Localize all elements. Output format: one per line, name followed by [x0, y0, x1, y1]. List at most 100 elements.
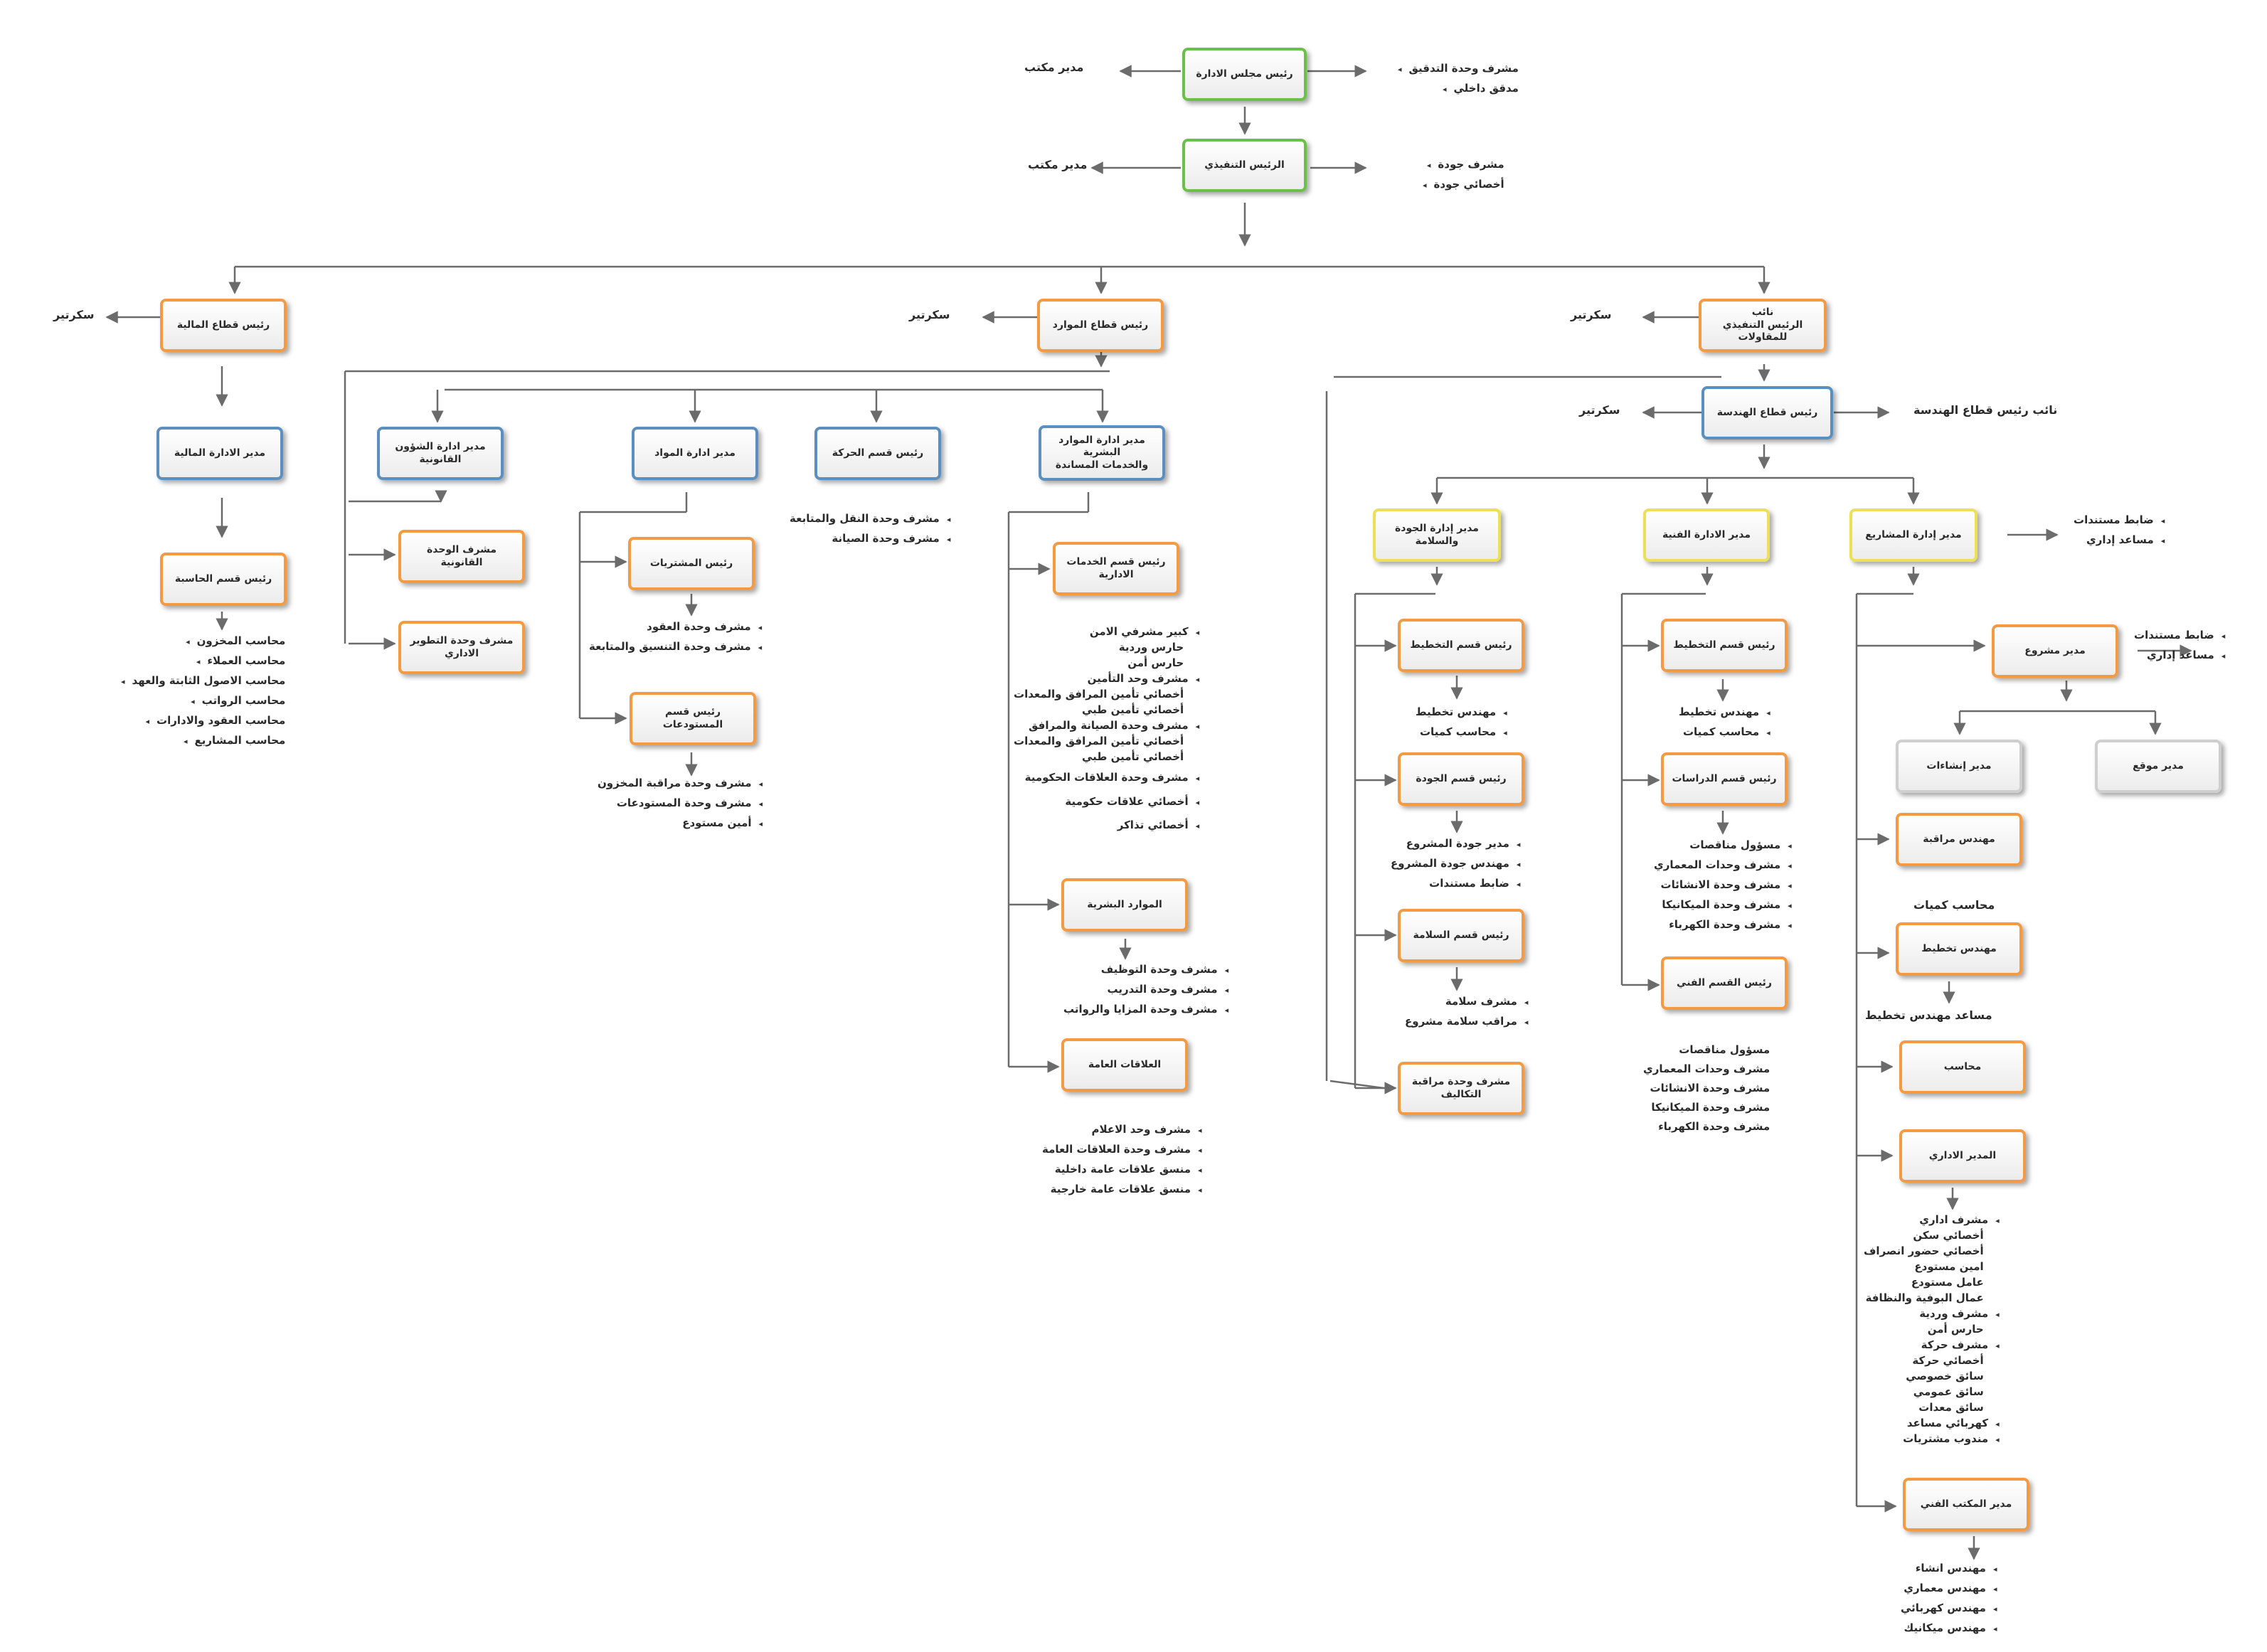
tech-office-manager-box: مدير المكتب الفني	[1903, 1478, 2029, 1531]
list-item: محاسب المخزون	[121, 632, 286, 651]
tech-section-list: مسؤول مناقصات مشرف وحدات المعماري مشرف و…	[1643, 1040, 1770, 1136]
list-item: ضابط مستندات	[1391, 874, 1520, 894]
list-item: سائق معدات	[1918, 1401, 1984, 1414]
list-item: مشرف وحدة النقل والمتابعة	[790, 509, 950, 529]
admin-manager-box: المدير الاداري	[1899, 1129, 2026, 1183]
qs-planning-list: مهندس تخطيط محاسب كميات	[1416, 703, 1507, 742]
list-item: محاسب كميات	[1679, 723, 1770, 742]
finance-manager-box: مدير الادارة المالية	[156, 427, 283, 480]
technical-manager-box: مدير الادارة الفنية	[1643, 508, 1770, 562]
tech-studies-head-box: رئيس قسم الدراسات	[1661, 752, 1788, 806]
accounting-head-box: رئيس قسم الحاسبة	[160, 553, 287, 606]
list-item: مهندس انشاء	[1901, 1559, 1997, 1579]
list-item: أخصائي جودة	[1423, 175, 1504, 195]
planning-engineer-box: مهندس تخطيط	[1896, 922, 2022, 976]
accountant-box: محاسب	[1899, 1040, 2026, 1094]
list-item: مشرف وحدة الميكانيكا	[1654, 895, 1792, 915]
project-manager-side-list: ضابط مستندات مساعد إداري	[2134, 626, 2225, 666]
list-item: أخصائي تأمين المرافق والمعدات	[1014, 735, 1184, 747]
secretary-label: سكرتير	[53, 308, 95, 321]
list-item: عامل مستودع	[1911, 1276, 1984, 1289]
tech-office-list: مهندس انشاء مهندس معماري مهندس كهربائي م…	[1901, 1559, 1997, 1638]
tech-section-head-box: رئيس القسم الفني	[1661, 956, 1788, 1010]
list-item: مشرف جودة	[1423, 155, 1504, 175]
list-item: مشرف وردية	[1864, 1306, 2000, 1322]
supervision-engineer-box: مهندس مراقبة	[1896, 813, 2022, 866]
public-relations-list: مشرف وحد الاعلام مشرف وحدة العلاقات العا…	[1042, 1120, 1202, 1200]
quality-safety-manager-box: مدير إدارة الجودة والسلامة	[1373, 508, 1501, 562]
legal-unit-box: مشرف الوحدة القانونية	[398, 530, 525, 583]
list-item: مهندس معماري	[1901, 1579, 1997, 1599]
qs-planning-head-box: رئيس قسم التخطيط	[1398, 619, 1524, 672]
secretary-label: سكرتير	[909, 308, 950, 321]
list-item: محاسب كميات	[1416, 723, 1507, 742]
deputy-engineering-label: نائب رئيس قطاع الهندسة	[1913, 403, 2058, 417]
list-item: محاسب الاصول الثابتة والعهد	[121, 671, 286, 691]
ceo-box: الرئيس التنفيذي	[1182, 139, 1307, 192]
list-item: مشرف وحد التأمين	[1014, 671, 1199, 687]
list-item: مساعد إداري	[2074, 531, 2165, 550]
hr-box: الموارد البشرية	[1061, 878, 1188, 932]
materials-manager-box: مدير ادارة المواد	[632, 427, 758, 480]
qs-quality-head-box: رئيس قسم الجودة	[1398, 752, 1524, 806]
list-item: مسؤول مناقصات	[1654, 836, 1792, 856]
tech-studies-list: مسؤول مناقصات مشرف وحدات المعماري مشرف و…	[1654, 836, 1792, 935]
tech-planning-head-box: رئيس قسم التخطيط	[1661, 619, 1788, 672]
movement-list: مشرف وحدة النقل والمتابعة مشرف وحدة الصي…	[790, 509, 950, 549]
project-manager-box: مدير مشروع	[1992, 624, 2118, 678]
list-item: أخصائي علاقات حكومية	[1014, 791, 1199, 814]
admin-dev-unit-box: مشرف وحدة التطوير الاداري	[398, 621, 525, 674]
list-item: أخصائي سكن	[1913, 1229, 1984, 1242]
list-item: مهندس تخطيط	[1679, 703, 1770, 723]
deputy-ceo-box: نائب الرئيس التنفيذي للمقاولات	[1699, 299, 1827, 352]
office-manager-label: مدير مكتب	[1028, 158, 1088, 171]
purchasing-head-box: رئيس المشتريات	[628, 537, 755, 590]
list-item: منسق علاقات عامة داخلية	[1042, 1160, 1202, 1180]
list-item: مشرف وحدة العقود	[589, 617, 762, 637]
list-item: حارس أمن	[1127, 656, 1184, 669]
public-relations-box: العلاقات العامة	[1061, 1038, 1188, 1092]
list-item: مشرف وحدة العلاقات الحكومية	[1014, 765, 1199, 791]
list-item: كهربائي مساعد	[1864, 1416, 2000, 1432]
movement-head-box: رئيس قسم الحركة	[814, 427, 941, 480]
list-item: أخصائي تأمين طبي	[1081, 750, 1184, 763]
admin-services-list: كبير مشرفي الامن حارس وردية حارس أمن مشر…	[1014, 624, 1199, 838]
admin-manager-list: مشرف اداري أخصائي سكن أخصائي حضور انصراف…	[1864, 1213, 2000, 1447]
list-item: مندوب مشتريات	[1864, 1432, 2000, 1447]
list-item: مراقب سلامة مشروع	[1405, 1012, 1528, 1032]
list-item: مهندس كهربائي	[1901, 1599, 1997, 1619]
qs-safety-head-box: رئيس قسم السلامة	[1398, 909, 1524, 962]
list-item: عمال البوفية والنظافة	[1865, 1291, 1984, 1304]
hr-list: مشرف وحدة التوظيف مشرف وحدة التدريب مشرف…	[1063, 960, 1228, 1020]
list-item: أخصائي تذاكر	[1014, 814, 1199, 838]
list-item: مشرف سلامة	[1405, 992, 1528, 1012]
quantity-accountant-label: محاسب كميات	[1913, 898, 1995, 912]
resources-sector-box: رئيس قطاع الموارد	[1037, 299, 1164, 352]
projects-manager-side-list: ضابط مستندات مساعد إداري	[2074, 511, 2165, 550]
list-item: مشرف حركة	[1864, 1338, 2000, 1353]
list-item: مشرف وحدة مراقبة المخزون	[598, 774, 763, 794]
list-item: مساعد إداري	[2134, 646, 2225, 666]
list-item: مشرف وحدة المستودعات	[598, 794, 763, 814]
list-item: حارس أمن	[1927, 1323, 1984, 1336]
list-item: مدقق داخلي	[1398, 79, 1519, 99]
list-item: كبير مشرفي الامن	[1014, 624, 1199, 640]
list-item: مدير جودة المشروع	[1391, 834, 1520, 854]
admin-services-head-box: رئيس قسم الخدمات الادارية	[1053, 542, 1179, 595]
list-item: مشرف وحدات المعماري	[1643, 1062, 1770, 1075]
list-item: مشرف وحدة التنسيق والمتابعة	[589, 637, 762, 657]
secretary-label: سكرتير	[1579, 403, 1620, 417]
legal-manager-box: مدير ادارة الشؤون القانونية	[377, 427, 504, 480]
list-item: محاسب العملاء	[121, 651, 285, 671]
board-chair-box: رئيس مجلس الادارة	[1182, 48, 1307, 101]
quality-list: مشرف جودة أخصائي جودة	[1423, 155, 1504, 195]
office-manager-label: مدير مكتب	[1024, 60, 1084, 74]
list-item: أخصائي تأمين المرافق والمعدات	[1014, 688, 1184, 700]
qs-quality-list: مدير جودة المشروع مهندس جودة المشروع ضاب…	[1391, 834, 1520, 894]
list-item: محاسب العقود والادارات	[121, 711, 285, 731]
list-item: مشرف وحدات المعماري	[1654, 856, 1792, 875]
list-item: مشرف وحدة الكهرباء	[1658, 1120, 1770, 1133]
cost-control-box: مشرف وحدة مراقبة التكاليف	[1398, 1062, 1524, 1115]
list-item: مشرف وحدة المزايا والرواتب	[1063, 1000, 1228, 1020]
